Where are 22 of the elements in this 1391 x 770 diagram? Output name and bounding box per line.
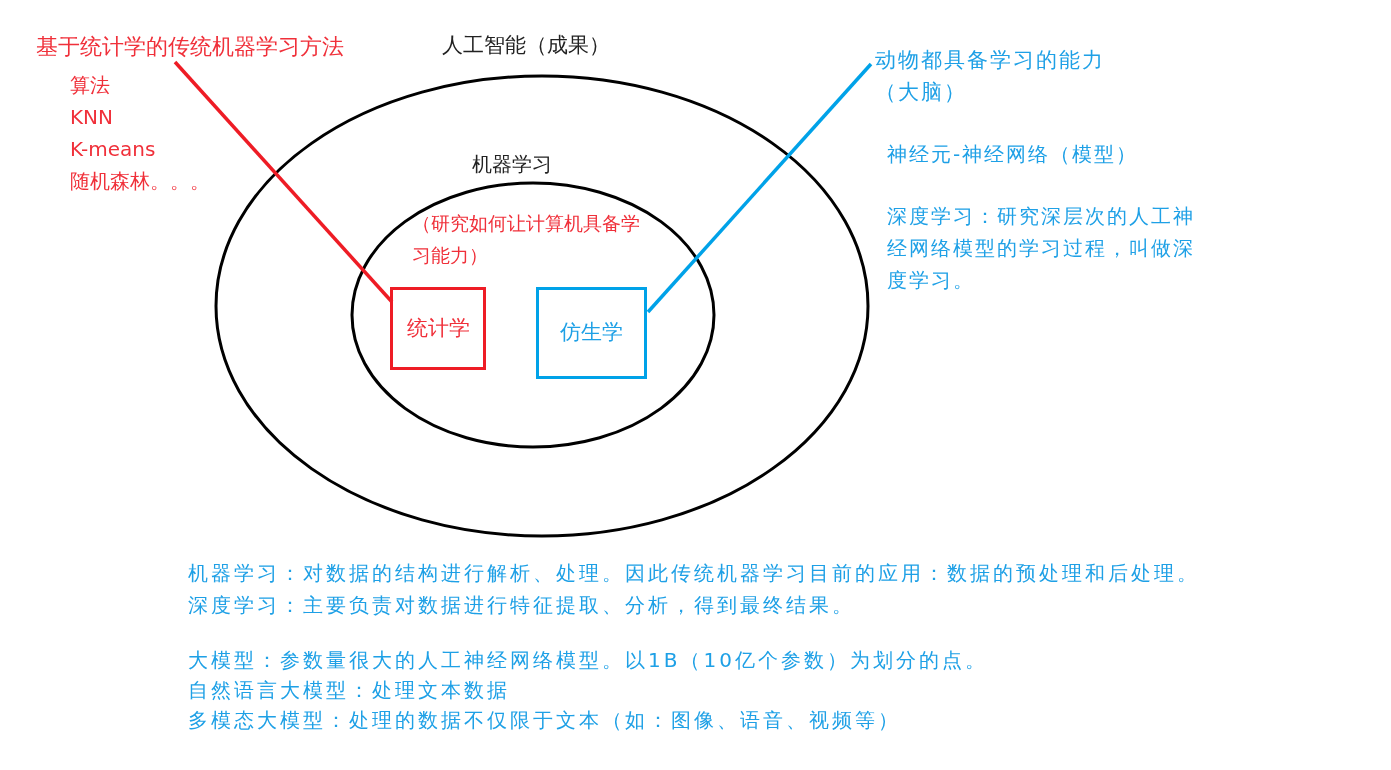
- note-text: 机器学习：对数据的结构进行解析、处理。因此传统机器学习目前的应用：数据的预处理和后处理。: [188, 560, 1200, 587]
- note-text: 大模型：参数量很大的人工神经网络模型。以1B（10亿个参数）为划分的点。: [188, 647, 988, 674]
- list-item: 算法: [70, 72, 111, 99]
- note-text: 深度学习：研究深层次的人工神经网络模型的学习过程，叫做深度学习。: [887, 203, 1196, 294]
- note-text: 动物都具备学习的能力（大脑）: [875, 47, 1106, 106]
- heading: 机器学习: [472, 151, 552, 178]
- box-label: 统计学: [406, 314, 470, 342]
- box-label: 仿生学: [560, 319, 623, 347]
- leader-line: [173, 60, 394, 304]
- note-text: 深度学习：主要负责对数据进行特征提取、分析，得到最终结果。: [188, 592, 855, 619]
- note-text: 自然语言大模型：处理文本数据: [188, 677, 510, 704]
- list-item: K-means: [70, 136, 157, 163]
- note-text: 神经元-神经网络（模型）: [887, 141, 1140, 168]
- leader-line: [646, 62, 873, 314]
- process-box: [390, 287, 486, 370]
- process-box: [536, 287, 647, 379]
- heading: 人工智能（成果）: [442, 32, 610, 59]
- list-item: 随机森林。。。: [70, 168, 211, 195]
- list-item: KNN: [70, 104, 115, 131]
- heading: 基于统计学的传统机器学习方法: [36, 33, 345, 61]
- note-text: 多模态大模型：处理的数据不仅限于文本（如：图像、语音、视频等）: [188, 707, 901, 734]
- description: （研究如何让计算机具备学习能力）: [412, 211, 641, 268]
